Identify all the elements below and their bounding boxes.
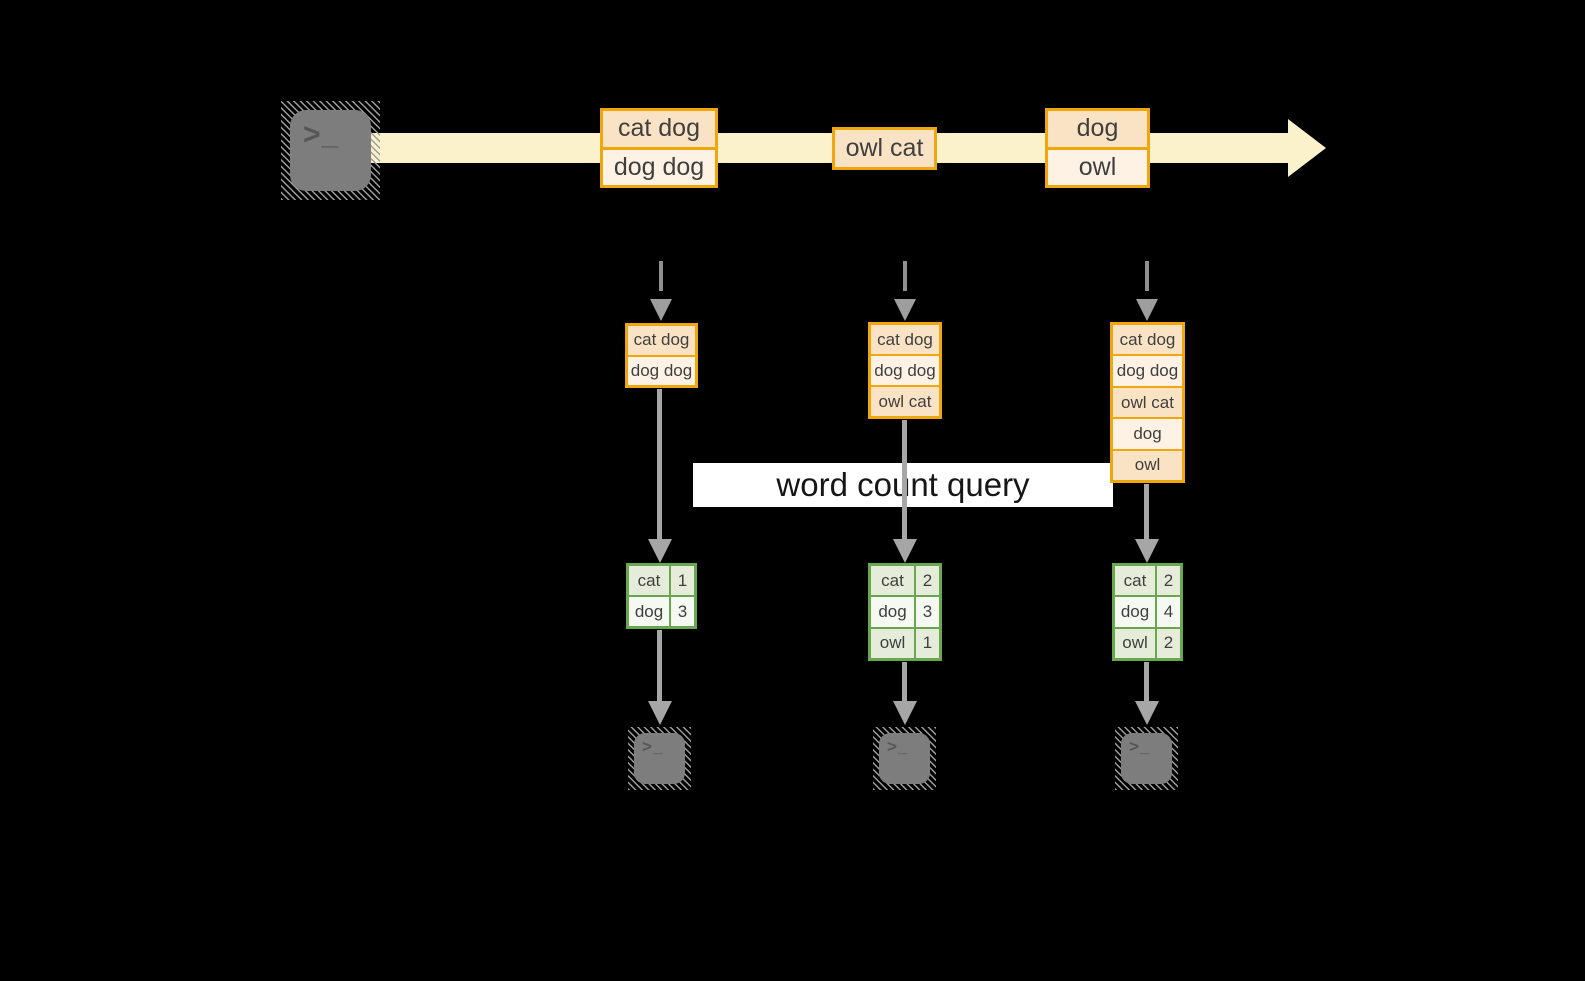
down-arrowhead-icon	[893, 701, 917, 725]
down-arrow-shaft	[657, 389, 662, 540]
word-cell: dog	[1115, 597, 1155, 627]
record-row: cat dog	[603, 111, 715, 147]
word-cell: cat	[1115, 566, 1155, 596]
buffer-row: cat dog	[628, 326, 695, 355]
word-cell: owl	[871, 628, 914, 658]
record-row: dog	[1048, 111, 1147, 147]
dashed-down-arrowhead-icon	[650, 299, 672, 321]
stream-record-box-1: cat dog dog dog	[600, 108, 718, 188]
count-cell: 2	[916, 566, 939, 596]
word-cell: cat	[871, 566, 914, 596]
terminal-screen: >_	[879, 733, 930, 784]
count-cell: 4	[1157, 597, 1180, 627]
table-row: owl 2	[1115, 628, 1180, 658]
word-count-table-3: cat 2 dog 4 owl 2	[1112, 563, 1183, 661]
down-arrowhead-icon	[648, 701, 672, 725]
count-cell: 3	[671, 597, 694, 626]
buffer-box-2: cat dog dog dog owl cat	[868, 322, 942, 419]
count-cell: 3	[916, 597, 939, 627]
buffer-row: dog dog	[628, 354, 695, 385]
word-cell: dog	[629, 597, 669, 626]
table-row: owl 1	[871, 628, 939, 658]
table-row: cat 1	[629, 566, 694, 595]
down-arrow-shaft	[1144, 662, 1149, 702]
word-cell: owl	[1115, 628, 1155, 658]
record-row: owl cat	[835, 130, 934, 167]
dashed-down-arrow-shaft	[1145, 261, 1149, 291]
table-row: cat 2	[1115, 566, 1180, 596]
dashed-down-arrowhead-icon	[1136, 299, 1158, 321]
record-row: dog dog	[603, 146, 715, 185]
terminal-screen: >_	[634, 733, 685, 784]
buffer-box-3: cat dog dog dog owl cat dog owl	[1110, 322, 1185, 483]
count-cell: 2	[1157, 566, 1180, 596]
source-terminal-icon: >_	[281, 101, 380, 200]
down-arrow-shaft	[1144, 484, 1149, 540]
terminal-screen: >_	[290, 110, 371, 191]
buffer-row: cat dog	[1113, 325, 1182, 355]
buffer-row: dog dog	[871, 354, 939, 385]
buffer-row: owl cat	[871, 385, 939, 416]
word-count-table-2: cat 2 dog 3 owl 1	[868, 563, 942, 661]
dashed-down-arrow-shaft	[903, 261, 907, 291]
buffer-row: cat dog	[871, 325, 939, 354]
down-arrow-shaft	[902, 662, 907, 702]
down-arrow-shaft	[657, 630, 662, 702]
buffer-box-1: cat dog dog dog	[625, 323, 698, 388]
buffer-row: owl	[1113, 448, 1182, 481]
terminal-prompt-icon: >_	[642, 737, 664, 756]
count-cell: 2	[1157, 628, 1180, 658]
count-cell: 1	[671, 566, 694, 595]
stream-arrow-bar	[370, 133, 1288, 163]
buffer-row: dog	[1113, 417, 1182, 449]
table-row: dog 3	[871, 597, 939, 627]
record-row: owl	[1048, 146, 1147, 185]
word-count-table-1: cat 1 dog 3	[626, 563, 697, 629]
table-row: dog 4	[1115, 597, 1180, 627]
terminal-screen: >_	[1121, 733, 1172, 784]
dashed-down-arrowhead-icon	[894, 299, 916, 321]
stream-record-box-2: owl cat	[832, 127, 937, 170]
terminal-prompt-icon: >_	[887, 737, 909, 756]
terminal-prompt-icon: >_	[303, 118, 340, 151]
down-arrowhead-icon	[648, 539, 672, 563]
terminal-prompt-icon: >_	[1129, 737, 1151, 756]
sink-terminal-icon: >_	[1115, 727, 1178, 790]
stream-record-box-3: dog owl	[1045, 108, 1150, 188]
down-arrow-shaft	[902, 420, 907, 540]
buffer-row: owl cat	[1113, 385, 1182, 418]
count-cell: 1	[916, 628, 939, 658]
sink-terminal-icon: >_	[628, 727, 691, 790]
word-cell: cat	[629, 566, 669, 595]
dashed-down-arrow-shaft	[659, 261, 663, 291]
table-row: dog 3	[629, 597, 694, 626]
down-arrowhead-icon	[893, 539, 917, 563]
down-arrowhead-icon	[1135, 701, 1159, 725]
buffer-row: dog dog	[1113, 354, 1182, 386]
down-arrowhead-icon	[1135, 539, 1159, 563]
table-row: cat 2	[871, 566, 939, 596]
sink-terminal-icon: >_	[873, 727, 936, 790]
word-cell: dog	[871, 597, 914, 627]
stream-arrowhead-icon	[1288, 119, 1326, 177]
